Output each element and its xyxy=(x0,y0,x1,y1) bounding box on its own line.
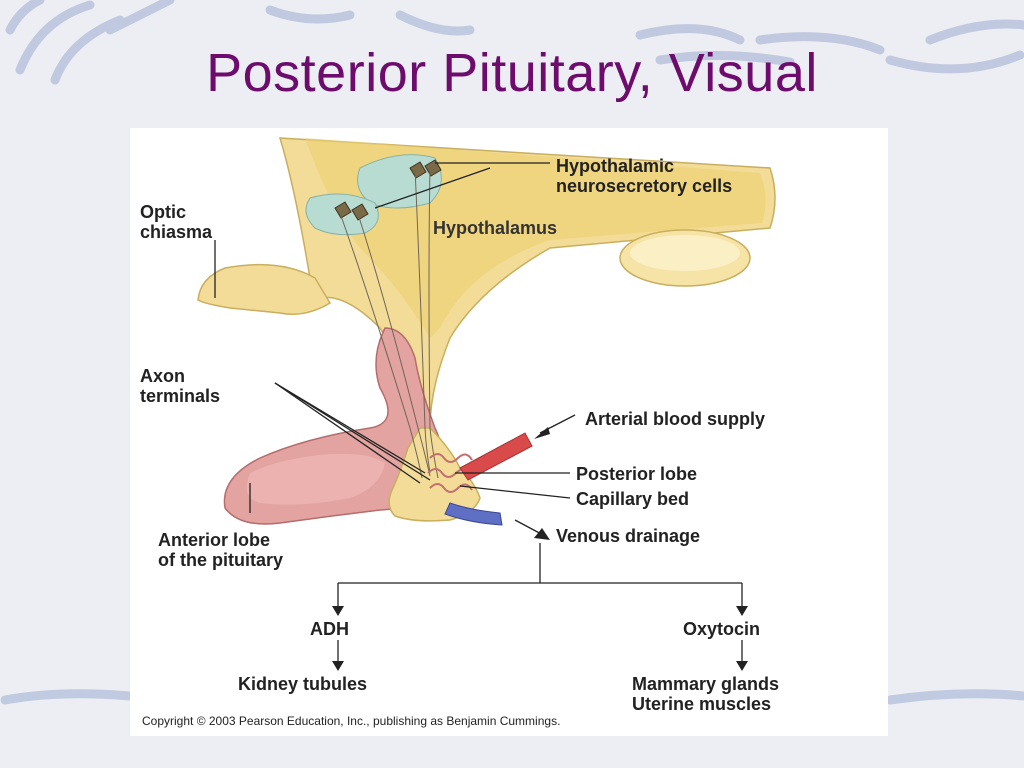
optic-chiasma-shape xyxy=(197,263,332,315)
arterial-vessel xyxy=(459,432,533,481)
venous-vessel xyxy=(444,502,503,526)
flow-adh: ADH xyxy=(310,619,349,639)
pituitary-illustration xyxy=(197,137,776,671)
copyright-notice: Copyright © 2003 Pearson Education, Inc.… xyxy=(142,714,561,728)
flow-kidney-tubules: Kidney tubules xyxy=(238,674,368,694)
label-arterial-blood-supply: Arterial blood supply xyxy=(585,409,766,429)
label-posterior-lobe: Posterior lobe xyxy=(576,464,698,484)
label-capillary-bed: Capillary bed xyxy=(576,489,690,509)
posterior-pituitary-figure: Hypothalamic neurosecretory cells Hypoth… xyxy=(130,128,888,736)
label-venous-drainage: Venous drainage xyxy=(556,526,701,546)
label-hypothalamic-cells: Hypothalamic neurosecretory cells xyxy=(556,156,733,196)
flow-oxytocin: Oxytocin xyxy=(683,619,761,639)
slide-title: Posterior Pituitary, Visual xyxy=(206,43,818,103)
label-hypothalamus: Hypothalamus xyxy=(433,218,558,238)
label-axon-terminals: Axon terminals xyxy=(140,366,221,406)
flow-mammary-uterine: Mammary glands Uterine muscles xyxy=(632,674,780,714)
label-optic-chiasma: Optic chiasma xyxy=(140,202,213,242)
label-anterior-lobe: Anterior lobe of the pituitary xyxy=(158,530,283,570)
